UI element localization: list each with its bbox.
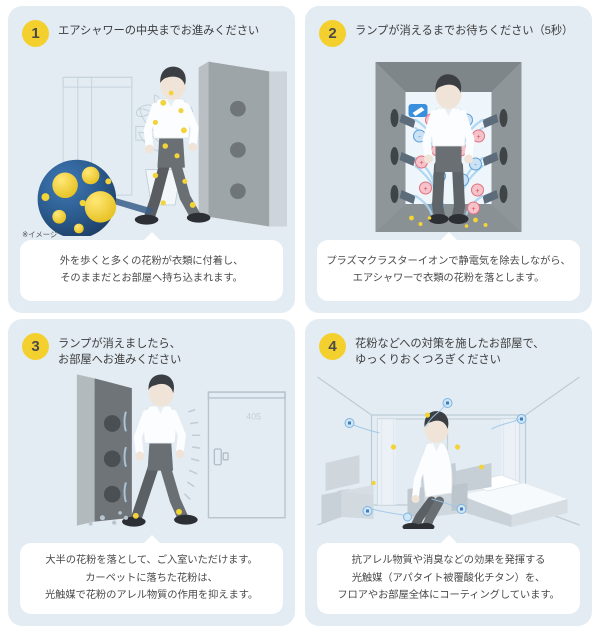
panel-4-caption-line-2: 光触媒（アパタイト被覆酸化チタン）を、 — [351, 572, 546, 584]
svg-text:+: + — [423, 186, 427, 193]
step-number-badge-1: 1 — [22, 20, 49, 47]
step-number-badge-3: 3 — [22, 333, 49, 360]
svg-text:-: - — [418, 134, 421, 141]
panel-2-heading-line-1: ランプが消えるまでお待ちください（5秒） — [355, 25, 574, 37]
panel-4-illustration — [313, 371, 584, 529]
panel-3-heading: 3 ランプが消えましたら、 お部屋へお進みください — [8, 319, 295, 371]
panel-1-caption-line-2: そのままだとお部屋へ持ち込まれます。 — [60, 273, 243, 285]
panel-step-2: 2 ランプが消えるまでお待ちください（5秒） — [305, 6, 592, 313]
panel-1-heading: 1 エアシャワーの中央までお進みください — [8, 6, 295, 58]
panel-1-heading-line-1: エアシャワーの中央までお進みください — [58, 25, 260, 37]
panel-3-caption-line-3: 光触媒で花粉のアレル物質の作用を抑えます。 — [44, 590, 259, 602]
panel-4-heading-text: 花粉などへの対策を施したお部屋で、 ゆっくりおくつろぎください — [355, 333, 544, 368]
panel-1-caption: 外を歩くと多くの花粉が衣類に付着し、 そのままだとお部屋へ持ち込まれます。 — [20, 231, 283, 301]
step-number-badge-4: 4 — [319, 333, 346, 360]
panel-3-caption-line-1: 大半の花粉を落として、ご入室いただけます。 — [45, 554, 258, 566]
step-number-badge-2: 2 — [319, 20, 346, 47]
svg-text:+: + — [476, 134, 480, 141]
panel-step-3: 3 ランプが消えましたら、 お部屋へお進みください — [8, 319, 295, 626]
panel-step-1: 1 エアシャワーの中央までお進みください — [8, 6, 295, 313]
panel-2-caption: プラズマクラスターイオンで静電気を除去しながら、 エアシャワーで衣類の花粉を落と… — [317, 231, 580, 301]
panel-3-heading-text: ランプが消えましたら、 お部屋へお進みください — [58, 333, 181, 368]
caption-tail-icon — [439, 231, 458, 241]
panel-3-illustration: 405 — [16, 371, 287, 529]
panel-4-caption: 抗アレル物質や消臭などの効果を発揮する 光触媒（アパタイト被覆酸化チタン）を、 … — [317, 534, 580, 614]
panel-4-caption-line-1: 抗アレル物質や消臭などの効果を発揮する — [351, 554, 546, 566]
panel-2-heading-text: ランプが消えるまでお待ちください（5秒） — [355, 20, 573, 39]
panel-step-4: 4 花粉などへの対策を施したお部屋で、 ゆっくりおくつろぎください — [305, 319, 592, 626]
panel-4-caption-line-3: フロアやお部屋全体にコーティングしています。 — [337, 590, 560, 602]
panel-4-heading: 4 花粉などへの対策を施したお部屋で、 ゆっくりおくつろぎください — [305, 319, 592, 371]
panel-2-caption-line-1: プラズマクラスターイオンで静電気を除去しながら、 — [326, 255, 571, 267]
panel-4-heading-line-1: 花粉などへの対策を施したお部屋で、 — [355, 338, 545, 350]
svg-text:+: + — [419, 160, 423, 167]
panel-2-caption-line-2: エアシャワーで衣類の花粉を落とします。 — [352, 273, 545, 285]
panel-3-heading-line-1: ランプが消えましたら、 — [58, 338, 181, 350]
panel-3-heading-line-2: お部屋へお進みください — [58, 354, 182, 367]
room-number-text: 405 — [246, 412, 261, 422]
panel-1-image-note: ※イメージ — [22, 230, 58, 239]
caption-tail-icon — [142, 231, 161, 241]
panel-1-illustration: ※イメージ — [16, 58, 287, 239]
svg-text:+: + — [471, 206, 475, 213]
svg-text:-: - — [474, 162, 477, 169]
panel-4-heading-line-2: ゆっくりおくつろぎください — [355, 354, 501, 367]
svg-text:+: + — [475, 188, 479, 195]
panel-3-caption: 大半の花粉を落として、ご入室いただけます。 カーペットに落ちた花粉は、 光触媒で… — [20, 534, 283, 614]
caption-tail-icon — [439, 534, 458, 544]
panel-1-caption-line-1: 外を歩くと多くの花粉が衣類に付着し、 — [59, 255, 244, 267]
panel-3-caption-line-2: カーペットに落ちた花粉は、 — [85, 572, 218, 584]
panel-2-heading: 2 ランプが消えるまでお待ちください（5秒） — [305, 6, 592, 58]
caption-tail-icon — [142, 534, 161, 544]
panel-2-illustration: + - + + - + - - + — [313, 58, 584, 236]
panel-1-heading-text: エアシャワーの中央までお進みください — [58, 20, 259, 39]
